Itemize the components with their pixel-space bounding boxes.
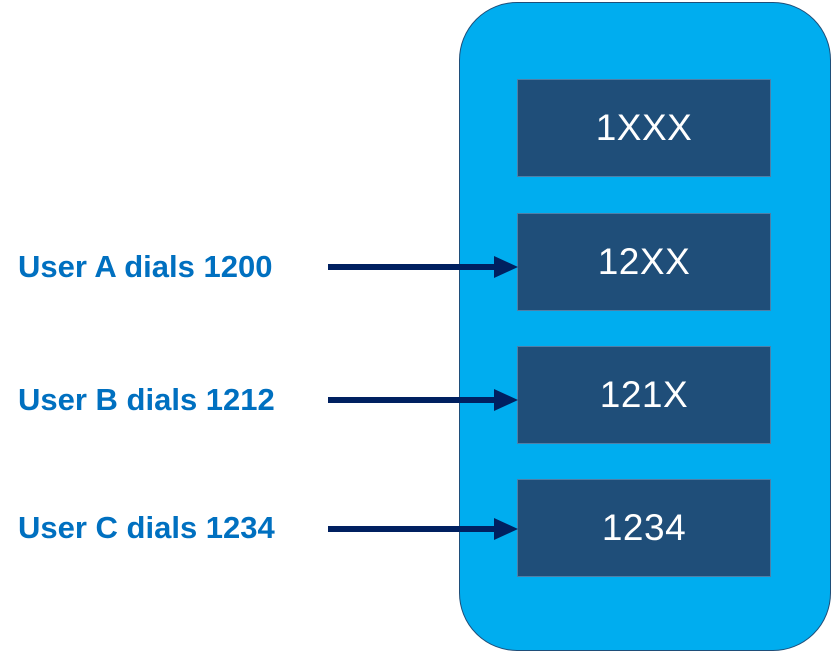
pattern-box-12xx: 12XX bbox=[517, 213, 771, 311]
pattern-box-1234: 1234 bbox=[517, 479, 771, 577]
caller-label-user-a: User A dials 1200 bbox=[18, 249, 273, 284]
pattern-label: 1234 bbox=[601, 507, 687, 548]
pattern-box-121x: 121X bbox=[517, 346, 771, 444]
pattern-label: 121X bbox=[599, 374, 689, 415]
caller-label-user-c: User C dials 1234 bbox=[18, 510, 275, 545]
pattern-label: 12XX bbox=[597, 241, 691, 282]
pattern-label: 1XXX bbox=[595, 107, 693, 148]
caller-label-user-b: User B dials 1212 bbox=[18, 382, 275, 417]
pattern-box-1xxx: 1XXX bbox=[517, 79, 771, 177]
